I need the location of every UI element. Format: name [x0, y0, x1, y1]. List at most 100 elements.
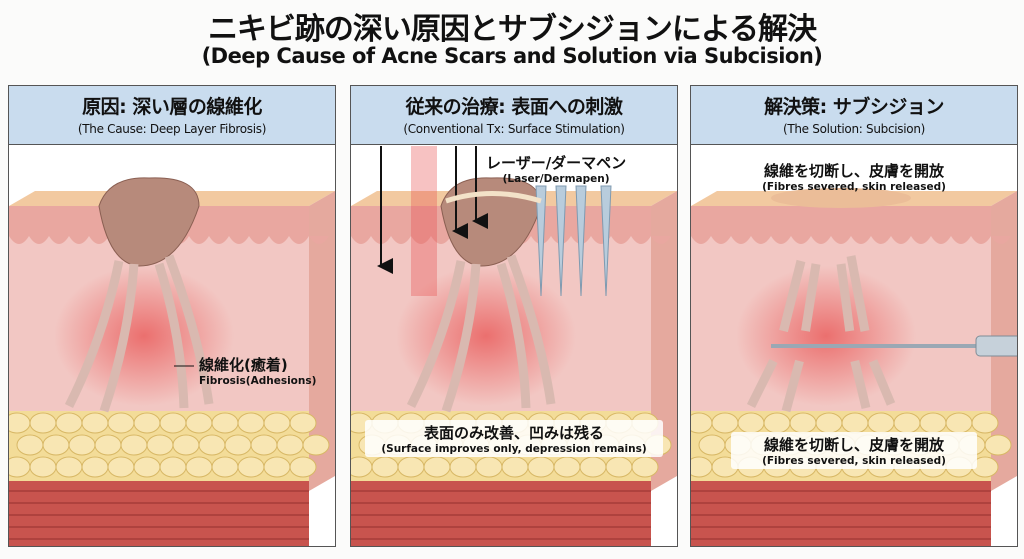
fibrous-band: [64, 260, 124, 409]
fat-cell: [789, 412, 817, 434]
fat-cell: [351, 456, 373, 478]
fibrosis-label: 線維化(癒着) Fibrosis(Adhesions): [199, 354, 316, 387]
label-ja: 線維を切断し、皮膚を開放: [763, 162, 944, 180]
panel-conventional: 従来の治療: 表面への刺激 (Conventional Tx: Surface …: [350, 85, 678, 547]
fat-cell: [605, 456, 633, 478]
panel-cause: 原因: 深い層の線維化 (The Cause: Deep Layer Fibro…: [8, 85, 336, 547]
muscle-layer: [351, 481, 651, 546]
fat-cell: [763, 412, 791, 434]
fat-cell: [579, 456, 607, 478]
fat-cell: [945, 412, 973, 434]
microneedle-icon: [535, 185, 547, 297]
fibrous-band-lower: [850, 359, 871, 410]
fat-cell: [501, 456, 529, 478]
muscle-layer: [691, 481, 991, 546]
microneedle-icon: [555, 185, 567, 297]
fat-cell: [691, 412, 713, 434]
fat-cell: [133, 412, 161, 434]
panel-heading-en: (Conventional Tx: Surface Stimulation): [403, 122, 625, 136]
label-ja: 線維を切断し、皮膚を開放: [763, 436, 944, 454]
fat-cell: [691, 456, 713, 478]
fat-cell: [289, 412, 317, 434]
fibrous-band-upper: [801, 263, 821, 332]
fat-cell: [120, 434, 148, 456]
fat-cell: [172, 434, 200, 456]
fat-cell: [185, 456, 213, 478]
panel-heading-en: (The Cause: Deep Layer Fibrosis): [77, 122, 267, 136]
fat-cell: [698, 434, 726, 456]
skin-side-face: [309, 191, 335, 491]
fat-cell: [263, 456, 291, 478]
label-ja: 表面のみ改善、凹みは残る: [423, 424, 604, 442]
label-en: (Laser/Dermapen): [502, 173, 610, 185]
fat-cell: [423, 456, 451, 478]
fat-cell: [133, 456, 161, 478]
main-subtitle: (Deep Cause of Acne Scars and Solution v…: [201, 44, 823, 68]
fibrous-band: [506, 254, 556, 405]
fibrous-band-upper: [779, 259, 806, 333]
panel-header: 原因: 深い層の線維化 (The Cause: Deep Layer Fibro…: [9, 86, 335, 145]
label-ja: レーザー/ダーマペン: [486, 154, 627, 172]
fibrous-band: [406, 260, 466, 409]
fat-cell: [815, 412, 843, 434]
fat-cell: [146, 434, 174, 456]
fat-cell: [263, 412, 291, 434]
skin-cross-section-subcision: [691, 188, 1017, 546]
skin-cross-section-laser: [351, 146, 677, 546]
fat-cell: [841, 412, 869, 434]
fat-cell: [737, 412, 765, 434]
main-title: ニキビ跡の深い原因とサブシジョンによる解決: [207, 12, 817, 47]
label-en: (Surface improves only, depression remai…: [381, 443, 647, 455]
fat-cell: [475, 456, 503, 478]
fat-cell: [55, 412, 83, 434]
treated-surface: [445, 191, 542, 204]
fat-cell: [185, 412, 213, 434]
panel-heading: 従来の治療: 表面への刺激: [405, 96, 623, 118]
fibrous-band: [99, 263, 139, 413]
fat-cell: [68, 434, 96, 456]
fat-cell: [29, 412, 57, 434]
laser-beam: [411, 146, 437, 296]
fibrous-band: [441, 263, 481, 413]
fat-cell: [159, 412, 187, 434]
fibrous-band-lower: [868, 359, 896, 406]
panel-solution: 解決策: サブシジョン (The Solution: Subcision) 線維…: [690, 85, 1018, 547]
fat-cell: [553, 456, 581, 478]
fibrous-band: [496, 262, 531, 409]
fat-cell: [9, 412, 31, 434]
label-en: (Fibres severed, skin released): [762, 455, 946, 467]
fat-cell: [159, 456, 187, 478]
fibrous-band-upper: [836, 263, 855, 332]
fibrous-band: [154, 262, 189, 409]
severed-label-top: 線維を切断し、皮膚を開放 (Fibres severed, skin relea…: [741, 160, 967, 193]
panel-header: 従来の治療: 表面への刺激 (Conventional Tx: Surface …: [351, 86, 677, 145]
fat-cell: [81, 412, 109, 434]
dermal-papillae: [691, 236, 1011, 244]
fat-cell: [289, 456, 317, 478]
microneedle-icon: [575, 185, 587, 297]
panel-header: 解決策: サブシジョン (The Solution: Subcision): [691, 86, 1017, 145]
fat-cell: [276, 434, 304, 456]
fat-cell: [449, 456, 477, 478]
fat-cell: [631, 456, 659, 478]
panel-heading-en: (The Solution: Subcision): [782, 122, 926, 136]
syringe-hub: [975, 335, 1017, 357]
panel-heading: 原因: 深い層の線維化: [82, 96, 262, 118]
fibrous-band-lower: [746, 358, 778, 409]
laser-label: レーザー/ダーマペン (Laser/Dermapen): [486, 152, 626, 185]
microneedle-icon: [600, 185, 612, 297]
dermal-papillae: [9, 236, 329, 244]
muscle-layer: [9, 481, 309, 546]
fat-cell: [971, 412, 999, 434]
fat-cell: [984, 434, 1012, 456]
fat-cell: [107, 412, 135, 434]
fat-cell: [237, 456, 265, 478]
epidermis-layer: [691, 206, 991, 236]
fat-cell: [211, 412, 239, 434]
inflammation-glow: [736, 266, 916, 406]
skin-side-face: [651, 191, 677, 491]
label-en: Fibrosis(Adhesions): [199, 375, 317, 387]
fat-cell: [397, 456, 425, 478]
fibrous-band-upper: [846, 255, 870, 332]
fat-cell: [42, 434, 70, 456]
